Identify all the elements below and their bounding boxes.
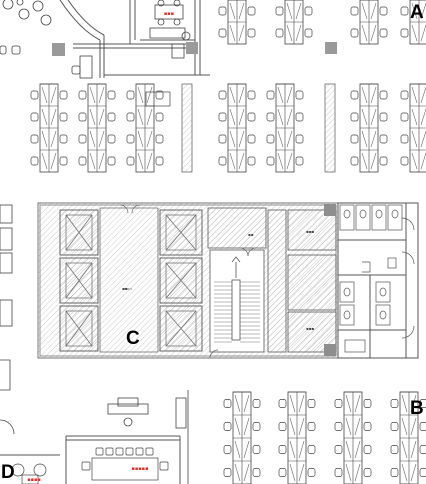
svg-text:▪▪▪: ▪▪▪ bbox=[306, 229, 314, 234]
desk-strip bbox=[400, 83, 426, 173]
small-room-red-label: ▪▪▪▪ bbox=[27, 477, 41, 483]
desk-strip bbox=[334, 391, 372, 484]
desk-strip bbox=[278, 391, 316, 484]
side-table bbox=[145, 91, 171, 107]
elevator-shafts-middle bbox=[159, 209, 203, 352]
zone-label-c: C bbox=[126, 328, 140, 349]
meeting-room-chairs bbox=[81, 447, 169, 481]
desk-strip bbox=[30, 83, 68, 173]
meeting-room-red-label: ▪▪▪▪▪ bbox=[132, 466, 149, 472]
desk-strip bbox=[218, 83, 256, 173]
top-right-small-table bbox=[149, 27, 191, 59]
svg-text:▪▪: ▪▪ bbox=[122, 286, 128, 291]
core-gray-corners bbox=[324, 204, 336, 356]
zone-label-b: B bbox=[410, 398, 424, 419]
desk-strip bbox=[266, 83, 304, 173]
desk-strip bbox=[223, 391, 261, 484]
partition-bar bbox=[181, 83, 193, 173]
zone-label-d: D bbox=[1, 462, 15, 483]
desk-strip bbox=[275, 0, 313, 45]
top-left-curved-walls bbox=[59, 0, 210, 78]
desk-strip bbox=[350, 83, 388, 173]
bottom-left-small-room bbox=[11, 463, 47, 484]
svg-text:▪▪▪: ▪▪▪ bbox=[306, 326, 314, 331]
top-left-gray-blocks bbox=[52, 42, 337, 56]
stair-handrail bbox=[231, 256, 241, 341]
lobby-tag: ▫▫▫ bbox=[124, 286, 132, 291]
elevator-crosses-left bbox=[65, 214, 93, 347]
svg-text:▪▪: ▪▪ bbox=[248, 232, 254, 237]
stair-core bbox=[207, 207, 267, 353]
desk-strip bbox=[78, 83, 116, 173]
bottom-left-walls bbox=[0, 435, 181, 484]
desk-strip bbox=[126, 83, 164, 173]
restroom-block bbox=[337, 202, 419, 359]
stair-treads bbox=[214, 281, 260, 343]
top-room-red-label: ▪▪▪ bbox=[164, 11, 174, 17]
zone-label-a: A bbox=[410, 2, 424, 23]
elevator-crosses-middle bbox=[165, 214, 197, 347]
partition-bar bbox=[324, 83, 336, 173]
core-right-rooms bbox=[267, 209, 337, 353]
core-door-arcs bbox=[119, 204, 257, 359]
top-left-small-circles bbox=[2, 0, 52, 26]
desk-clusters bbox=[30, 0, 426, 484]
desk-strip bbox=[350, 0, 388, 45]
reception-desk bbox=[107, 390, 189, 484]
left-edge-desks bbox=[0, 204, 15, 435]
restroom-stalls-bottom bbox=[339, 251, 415, 353]
desk-strip bbox=[218, 0, 256, 45]
desk-strip bbox=[400, 0, 426, 45]
core-room-tags: ▪▪ ▪▪▪ ▪▪▪ ▪▪ bbox=[122, 229, 314, 331]
restroom-stalls-top bbox=[339, 204, 415, 231]
top-meeting-table bbox=[154, 0, 184, 26]
top-seats bbox=[0, 45, 93, 79]
elevator-lobby bbox=[99, 207, 159, 353]
desk-strip bbox=[390, 391, 426, 484]
restroom-sinks bbox=[362, 257, 397, 273]
